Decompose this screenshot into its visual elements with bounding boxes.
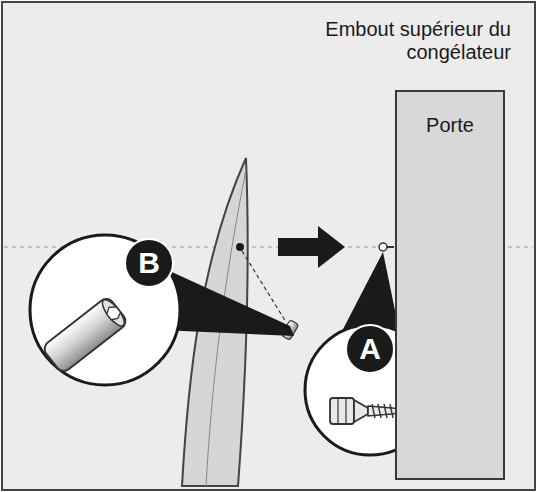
screw-thread <box>378 404 381 418</box>
bushing-large <box>41 296 128 375</box>
screw-small <box>379 243 394 251</box>
direction-arrow <box>278 226 345 268</box>
door-label: Porte <box>397 92 503 137</box>
zoom-circle <box>30 235 180 385</box>
screw-thread <box>372 404 375 418</box>
screw-thread <box>390 404 393 418</box>
screw-thread <box>384 404 387 418</box>
callout-letter: B <box>138 246 160 280</box>
hole <box>236 243 244 251</box>
callout-letter: A <box>359 332 381 366</box>
callout-badge: A <box>345 324 395 374</box>
door-box: Porte <box>395 90 505 480</box>
part-label: Embout supérieur du congélateur <box>281 18 511 64</box>
callout-badge: B <box>124 238 174 288</box>
callout-pointer <box>340 252 400 335</box>
